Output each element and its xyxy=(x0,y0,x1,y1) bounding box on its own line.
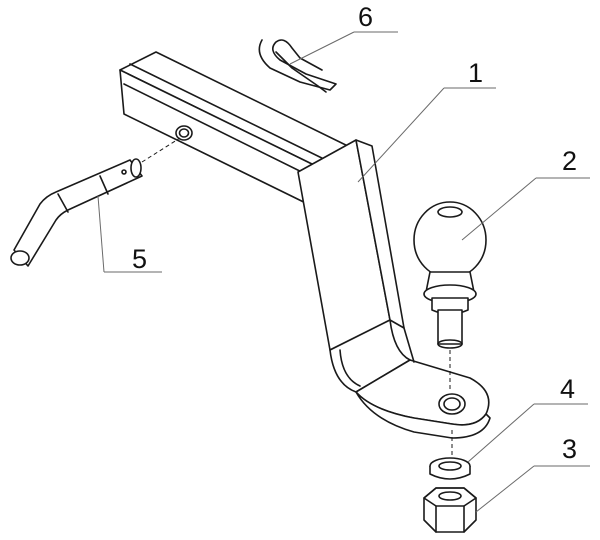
spring-clip-part xyxy=(258,39,337,93)
tow-ball-part xyxy=(413,201,487,349)
callout-number-5: 5 xyxy=(132,244,147,274)
callout-number-1: 1 xyxy=(468,58,483,88)
ball-mount-part xyxy=(119,51,491,439)
callout-number-3: 3 xyxy=(562,434,577,464)
callout-number-6: 6 xyxy=(358,2,373,32)
hitch-pin-part xyxy=(10,158,143,267)
callout-number-2: 2 xyxy=(562,146,577,176)
lock-washer-part xyxy=(429,457,471,480)
callout-leaders xyxy=(97,31,590,513)
callout-number-4: 4 xyxy=(560,374,575,404)
hex-nut-part xyxy=(423,487,477,533)
